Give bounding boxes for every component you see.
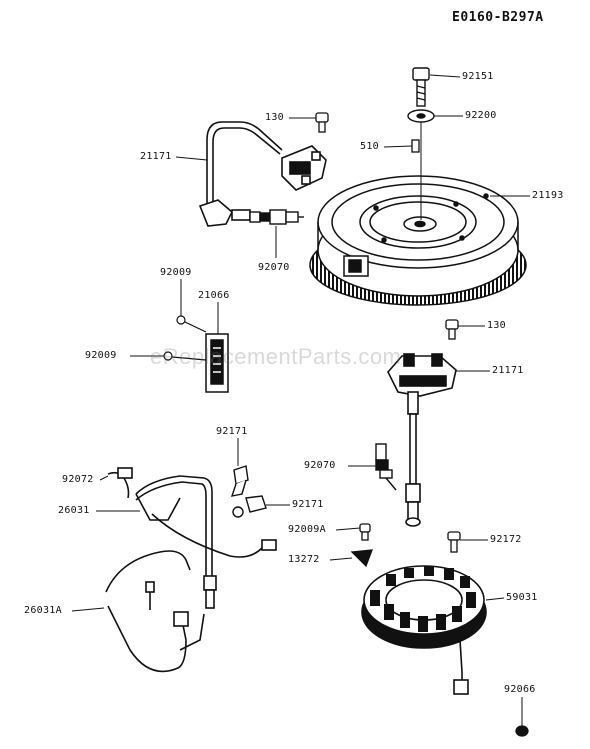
bolt-130-lower: [445, 319, 459, 340]
screw-92172: [447, 531, 461, 553]
callout-92009a: 92009A: [288, 524, 326, 535]
watermark: eReplacementParts.com: [150, 344, 402, 369]
callout-92009-top: 92009: [160, 267, 192, 278]
regulator-21066: [205, 333, 229, 393]
callout-13272: 13272: [288, 554, 320, 565]
callout-92070-upper: 92070: [258, 262, 290, 273]
screw-92009a: [359, 523, 371, 541]
callout-92200: 92200: [465, 110, 497, 121]
leader-lines: [71, 74, 530, 726]
callout-21171-lower: 21171: [492, 365, 524, 376]
callout-92072: 92072: [62, 474, 94, 485]
callout-26031: 26031: [58, 505, 90, 516]
stator-59031: [361, 565, 487, 695]
terminal-92171-upper: [230, 465, 249, 497]
callout-21171-upper: 21171: [140, 151, 172, 162]
terminal-92171-lower: [232, 495, 267, 518]
callout-92171-lower: 92171: [292, 499, 324, 510]
ignition-coil-21171-lower: [387, 353, 457, 527]
callout-92172: 92172: [490, 534, 522, 545]
callout-130-lower: 130: [487, 320, 506, 331]
screw-92009-top: [176, 315, 207, 333]
flywheel-21193: [309, 175, 527, 306]
callout-92009-left: 92009: [85, 350, 117, 361]
callout-21066: 21066: [198, 290, 230, 301]
callout-92151: 92151: [462, 71, 494, 82]
ignition-coil-21171-upper: [198, 121, 327, 227]
callout-21193: 21193: [532, 190, 564, 201]
lead-wire-26031a: [105, 550, 205, 673]
callout-92171-upper: 92171: [216, 426, 248, 437]
key-510: [411, 139, 420, 153]
callout-510: 510: [360, 141, 379, 152]
bolt-130-upper: [315, 112, 329, 133]
bolt-92151: [412, 67, 430, 107]
callout-59031: 59031: [506, 592, 538, 603]
callout-26031a: 26031A: [24, 605, 62, 616]
diagram-code: E0160-B297A: [452, 10, 544, 25]
callout-92070-lower: 92070: [304, 460, 336, 471]
spark-plug-92070-upper: [249, 209, 304, 225]
clamp-13272: [350, 549, 373, 568]
wiring-harness-26031: [107, 467, 277, 609]
washer-92200: [407, 109, 435, 123]
callout-130-upper: 130: [265, 112, 284, 123]
plug-92066: [515, 725, 529, 737]
spark-plug-92070-lower: [375, 443, 397, 491]
callout-92066: 92066: [504, 684, 536, 695]
